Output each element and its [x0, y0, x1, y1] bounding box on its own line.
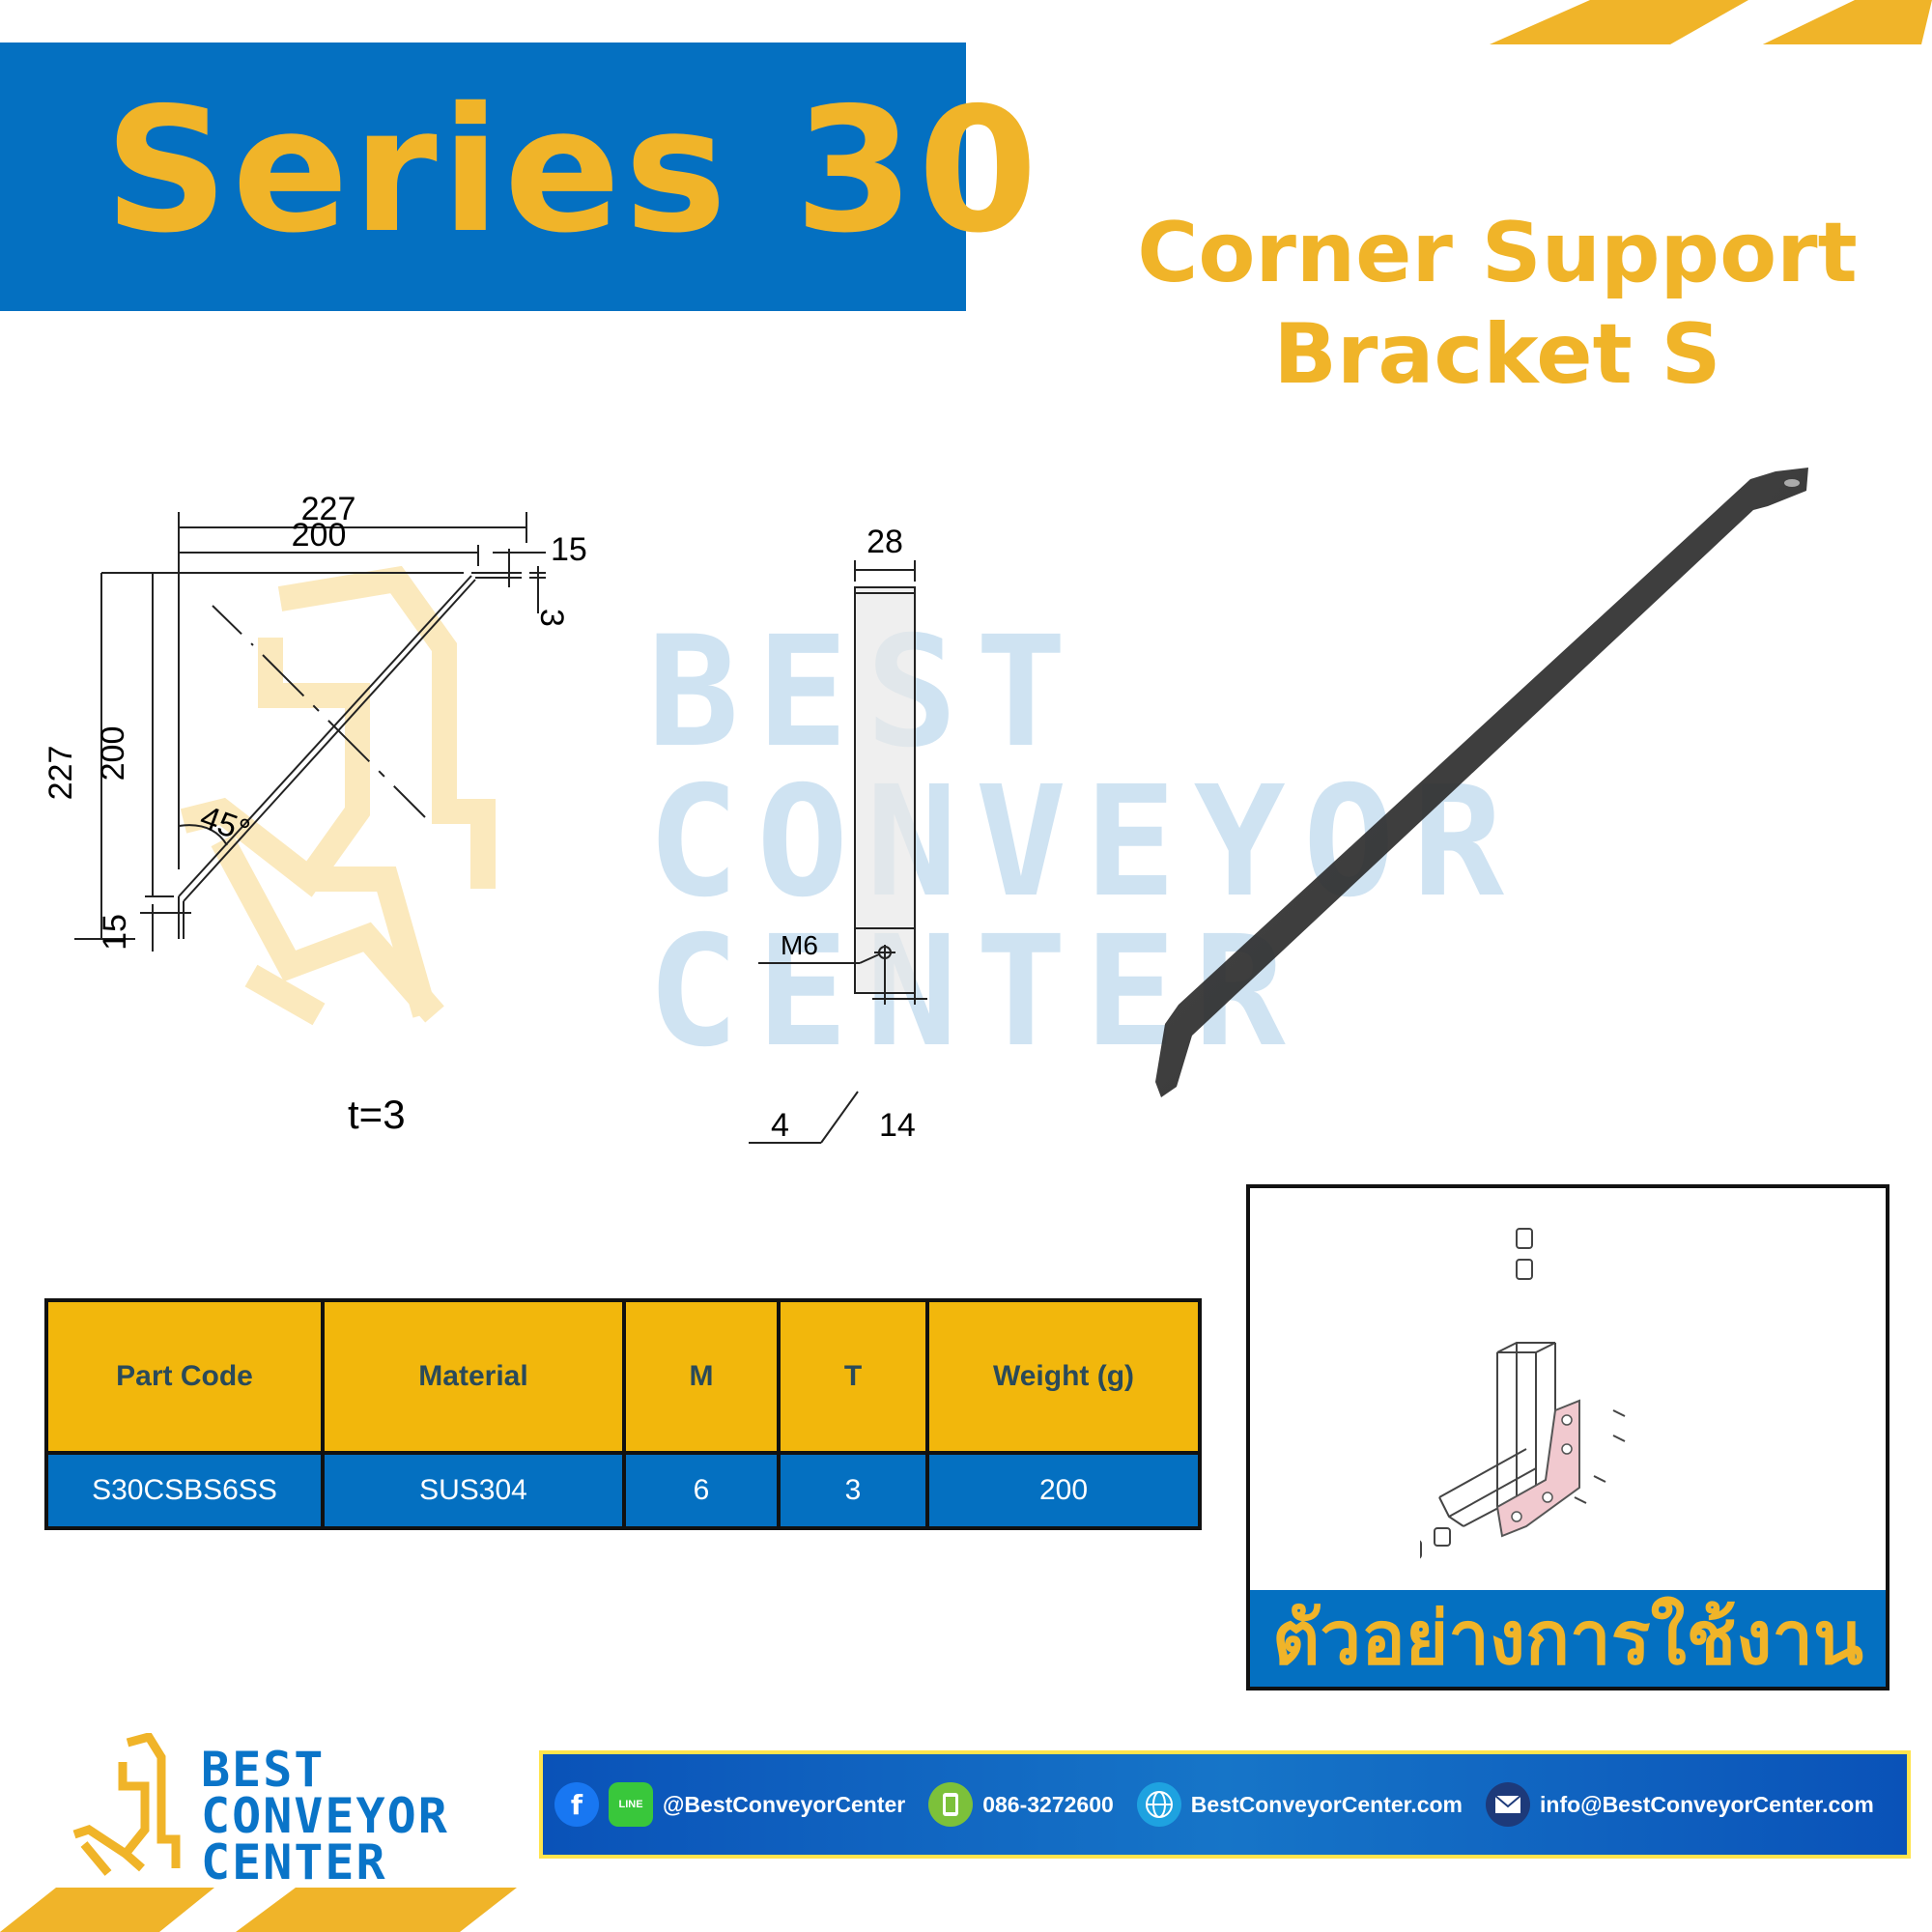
- dim-angle: 45°: [195, 799, 254, 850]
- dim-corner-radius: 4: [771, 1107, 789, 1144]
- product-title: Corner Support Bracket S: [1111, 203, 1884, 406]
- col-weight: Weight (g): [925, 1298, 1202, 1455]
- phone-number[interactable]: 086-3272600: [982, 1791, 1114, 1817]
- phone-icon: [928, 1782, 974, 1827]
- cell-material: SUS304: [321, 1451, 626, 1530]
- dim-top-tab-length: 15: [551, 531, 587, 568]
- globe-icon: [1136, 1782, 1181, 1827]
- logo-line1: BEST: [201, 1742, 326, 1798]
- col-material: Material: [321, 1298, 626, 1455]
- contact-bar: f LINE @BestConveyorCenter 086-3272600 B…: [539, 1750, 1911, 1859]
- thickness-label: t=3: [348, 1092, 406, 1137]
- dim-inner-width: 200: [292, 517, 347, 554]
- email-link[interactable]: info@BestConveyorCenter.com: [1540, 1791, 1874, 1817]
- product-title-line2: Bracket S: [1273, 306, 1721, 403]
- product-title-line1: Corner Support: [1137, 205, 1858, 301]
- cell-t: 3: [777, 1451, 929, 1530]
- usage-example-caption: ตัวอย่างการใช้งาน: [1250, 1590, 1886, 1687]
- dim-side-width: 28: [867, 524, 903, 560]
- top-decorative-stripes: [1490, 0, 1932, 44]
- spec-table: Part Code Material M T Weight (g) S30CSB…: [44, 1298, 1202, 1530]
- dim-overall-height: 227: [43, 746, 79, 801]
- cell-part-code: S30CSBS6SS: [44, 1451, 325, 1530]
- side-view-drawing: 28 M6 4 14: [749, 524, 927, 1144]
- cell-m: 6: [622, 1451, 781, 1530]
- logo-line2: CONVEYOR: [201, 1788, 449, 1844]
- bottom-decorative-stripes: [0, 1888, 517, 1932]
- company-logo-icon: [72, 1733, 181, 1876]
- website-link[interactable]: BestConveyorCenter.com: [1190, 1791, 1463, 1817]
- thread-label: M6: [781, 930, 818, 960]
- product-photo: [1155, 468, 1808, 1097]
- col-part-code: Part Code: [44, 1298, 325, 1455]
- series-banner: [0, 43, 966, 311]
- logo-line3: CENTER: [201, 1834, 387, 1890]
- usage-example-illustration: [1420, 1228, 1626, 1559]
- dim-overall-width: 227: [301, 491, 356, 527]
- col-t: T: [777, 1298, 929, 1455]
- dim-bottom-tab-length: 15: [97, 914, 133, 951]
- cell-weight: 200: [925, 1451, 1202, 1530]
- dim-inner-height: 200: [95, 726, 131, 781]
- table-header-row: Part Code Material M T Weight (g): [44, 1298, 1202, 1455]
- front-view-drawing: 227 200 15 3 227 200 15 45° t=3: [43, 491, 587, 1137]
- facebook-icon[interactable]: f: [554, 1782, 599, 1827]
- social-handle-link[interactable]: @BestConveyorCenter: [663, 1791, 906, 1817]
- dim-top-tab-offset: 3: [533, 609, 570, 627]
- series-title: Series 30: [104, 71, 1042, 270]
- company-logo-text: BEST CONVEYOR CENTER: [201, 1742, 449, 1890]
- line-icon[interactable]: LINE: [609, 1782, 653, 1827]
- watermark-emblem-icon: [180, 565, 496, 1026]
- dim-hole-offset: 14: [879, 1107, 916, 1144]
- table-row: S30CSBS6SS SUS304 6 3 200: [44, 1451, 1202, 1530]
- col-m: M: [622, 1298, 781, 1455]
- email-icon: [1486, 1782, 1530, 1827]
